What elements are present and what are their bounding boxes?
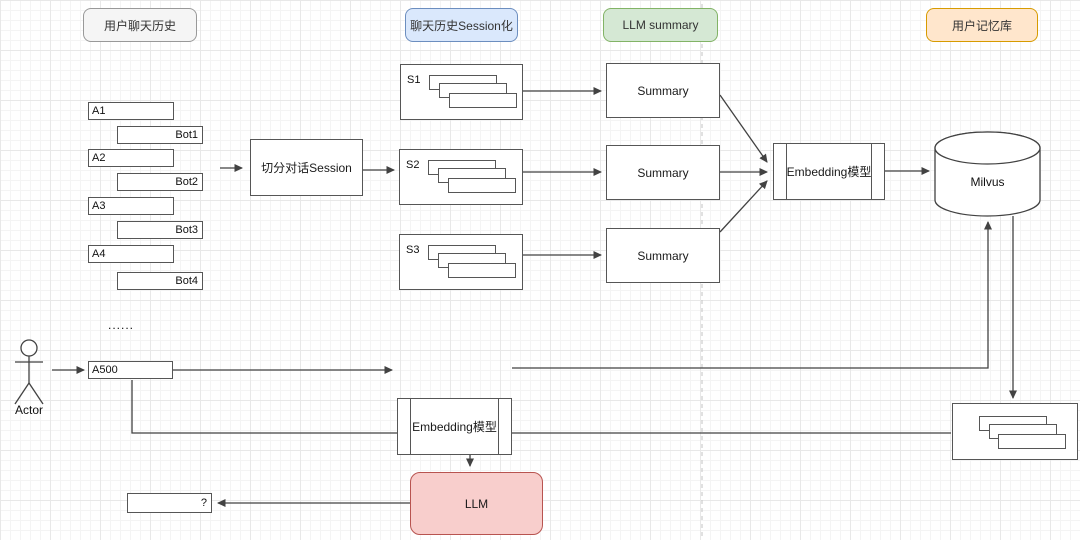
arrow-summary3-to-embedding [719,180,768,233]
header-chat-history: 用户聊天历史 [83,8,197,42]
chat-message-a4: A4 [88,245,174,263]
session-label-s2: S2 [406,159,420,171]
header-llm-summary: LLM summary [603,8,718,42]
embedding-model-top-box: Embedding模型 [773,143,885,200]
milvus-label: Milvus [970,175,1005,189]
summary-box-3: Summary [606,228,720,283]
chat-message-bot3: Bot3 [117,221,203,239]
arrow-summary1-to-embedding [719,94,768,163]
milvus-cylinder [934,131,1041,217]
summary-box-1: Summary [606,63,720,118]
session-doc [448,263,516,278]
actor-label: Actor [14,403,43,417]
embedding-model-bottom-box: Embedding模型 [397,398,512,455]
chat-message-a3: A3 [88,197,174,215]
actor-figure [14,339,44,405]
chat-message-bot4: Bot4 [117,272,203,290]
session-label-s1: S1 [407,74,421,86]
summary-box-2: Summary [606,145,720,200]
session-group-s2: S2 [399,149,523,205]
session-doc [449,93,517,108]
chat-message-a2: A2 [88,149,174,167]
retrieved-results-group [952,403,1078,460]
session-doc [448,178,516,193]
line-query-to-results-bus [131,380,951,434]
session-group-s1: S1 [400,64,523,120]
header-memory-store: 用户记忆库 [926,8,1038,42]
header-sessionize: 聊天历史Session化 [405,8,518,42]
split-session-box: 切分对话Session [250,139,363,196]
chat-message-bot2: Bot2 [117,173,203,191]
session-label-s3: S3 [406,244,420,256]
session-group-s3: S3 [399,234,523,290]
llm-box: LLM [410,472,543,535]
ellipsis-text: ...... [108,318,135,332]
arrow-embedding2-to-milvus [512,221,992,369]
answer-box: ? [127,493,212,513]
query-box: A500 [88,361,173,379]
result-doc [998,434,1066,449]
chat-message-bot1: Bot1 [117,126,203,144]
chat-message-a1: A1 [88,102,174,120]
